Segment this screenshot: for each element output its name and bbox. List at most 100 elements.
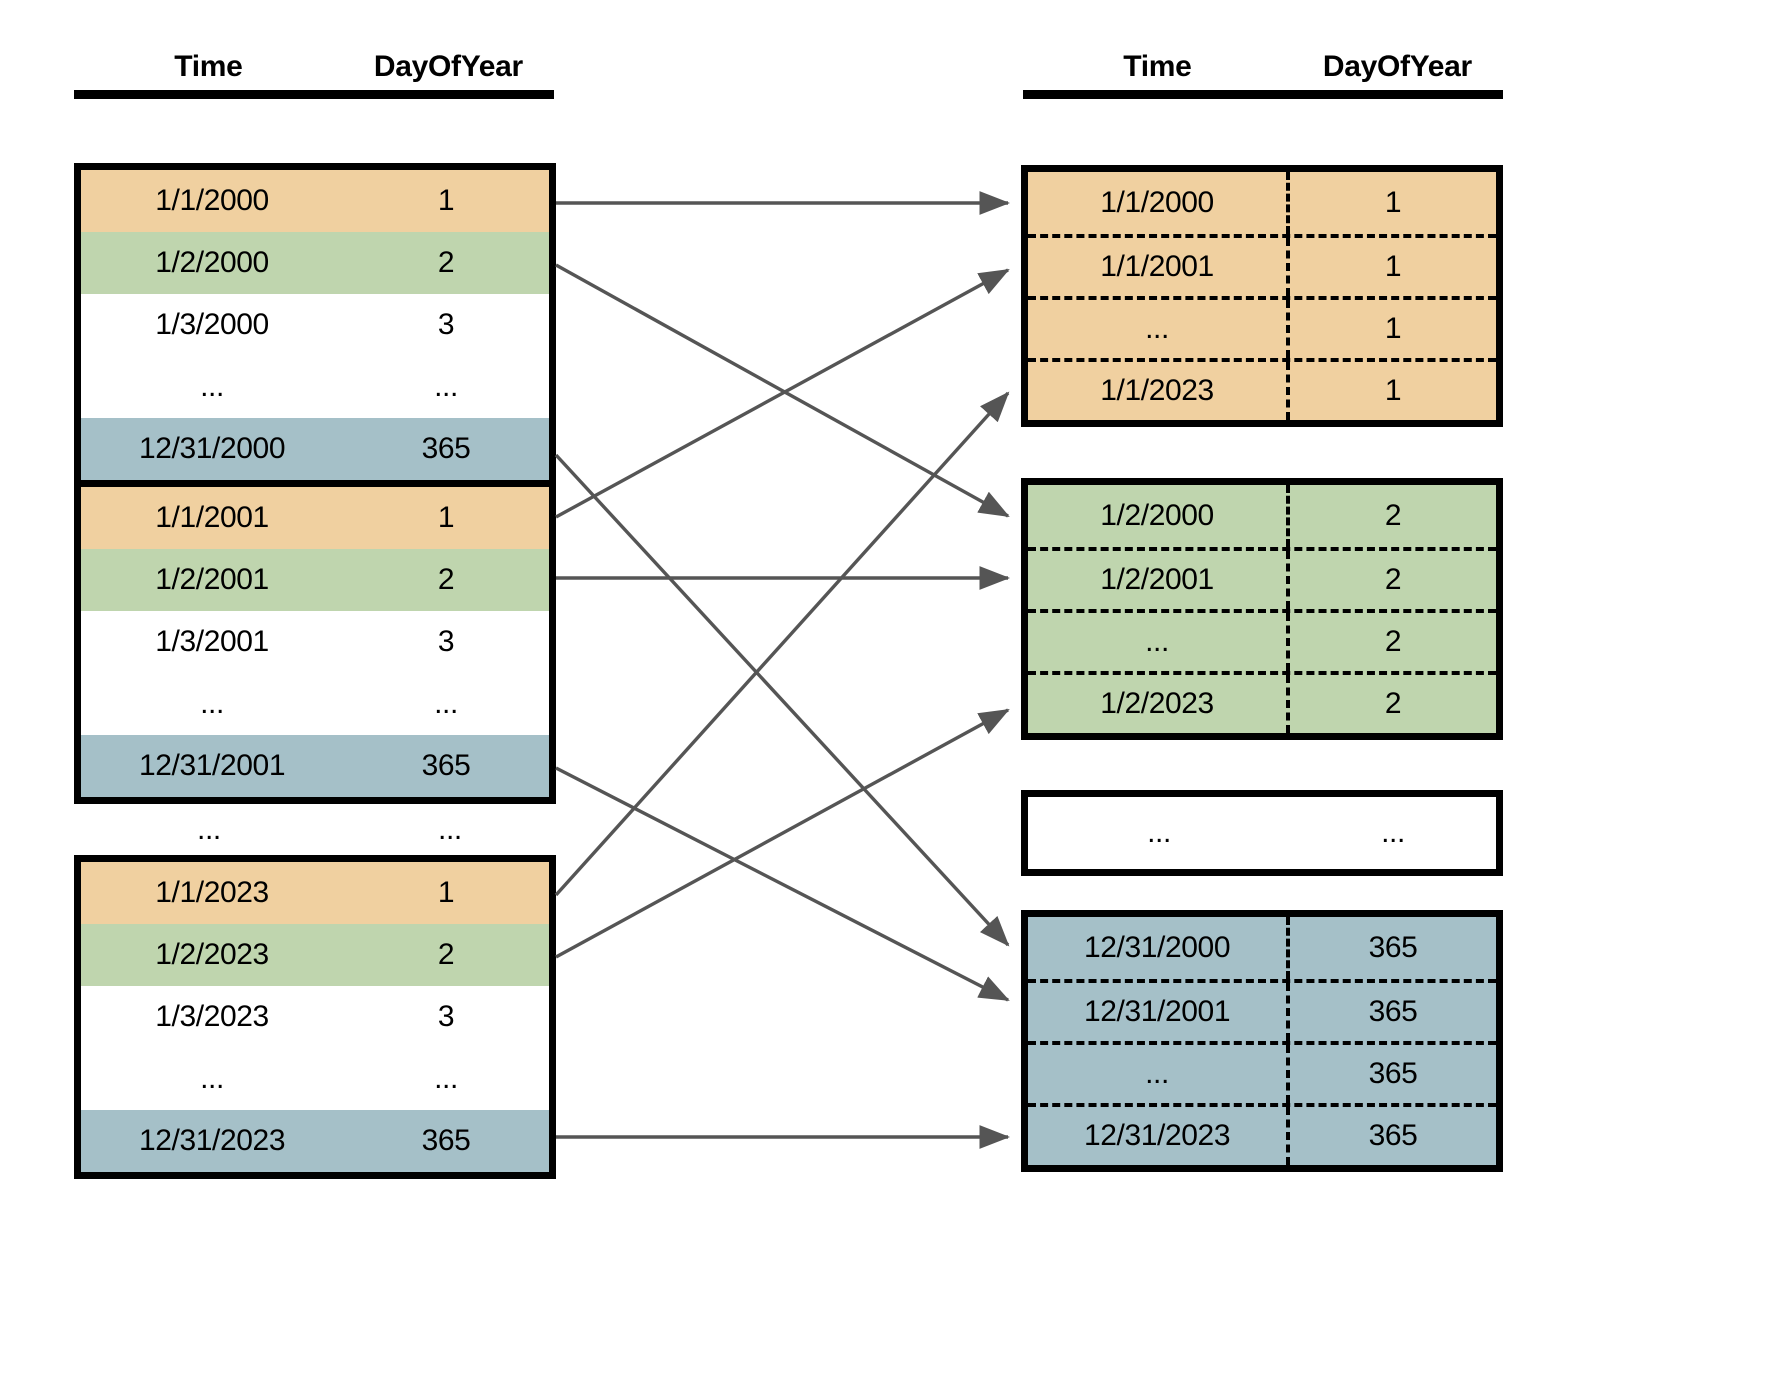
table-row: 12/31/2001 365	[81, 735, 549, 797]
cell-dayofyear: 365	[421, 749, 471, 782]
cell-dayofyear: 2	[1384, 687, 1402, 720]
cell-dayofyear: 3	[437, 308, 455, 341]
table-row: 12/31/2023 365	[81, 1110, 549, 1172]
cell-dayofyear: 1	[1384, 312, 1402, 345]
table-row: 1/2/2000 2	[81, 232, 549, 294]
cell-dayofyear: 1	[1384, 374, 1402, 407]
arrow-1-2-2023-to-doy2	[555, 708, 1010, 959]
left-header-rule	[74, 90, 554, 99]
table-row: ... 1	[1028, 296, 1496, 358]
cell-time: 1/1/2000	[1028, 172, 1291, 234]
cell-dayofyear: 365	[421, 432, 471, 465]
cell-time: 1/2/2001	[155, 563, 269, 596]
table-row: 1/3/2023 3	[81, 986, 549, 1048]
cell-dayofyear: 365	[1368, 1119, 1418, 1152]
cell-time: ...	[1147, 816, 1171, 849]
table-row: 1/2/2023 2	[81, 924, 549, 986]
table-row: 12/31/2000 365	[81, 418, 549, 480]
cell-time: 1/2/2000	[155, 246, 269, 279]
cell-time: 1/3/2000	[155, 308, 269, 341]
arrow-1-1-2001-to-doy1	[555, 268, 1010, 519]
cell-time: 1/1/2023	[1028, 362, 1291, 420]
cell-time: 1/1/2001	[155, 501, 269, 534]
table-row: 1/3/2001 3	[81, 611, 549, 673]
table-row: ......	[81, 356, 549, 418]
right-header-dayofyear: DayOfYear	[1322, 50, 1472, 83]
doy-ellipsis-group: ......	[1021, 790, 1503, 876]
table-row: 1/1/2001 1	[81, 487, 549, 549]
cell-dayofyear: ...	[434, 687, 458, 720]
cell-time: 1/2/2023	[155, 938, 269, 971]
cell-dayofyear: 1	[437, 501, 455, 534]
cell-time: 12/31/2001	[138, 749, 286, 782]
cell-time: 1/1/2023	[155, 876, 269, 909]
cell-dayofyear: 3	[437, 1000, 455, 1033]
cell-time: 1/3/2001	[155, 625, 269, 658]
cell-dayofyear: 2	[1384, 563, 1402, 596]
cell-dayofyear: 1	[437, 184, 455, 217]
cell-time: 1/1/2000	[155, 184, 269, 217]
cell-time: ...	[200, 687, 224, 720]
cell-dayofyear: ...	[434, 1062, 458, 1095]
right-column-header: Time DayOfYear	[1023, 50, 1503, 99]
table-row: 1/2/2001 2	[81, 549, 549, 611]
cell-time: 12/31/2023	[138, 1124, 286, 1157]
table-row: ......	[1028, 797, 1496, 869]
cell-dayofyear: 2	[437, 246, 455, 279]
table-row: 1/3/2000 3	[81, 294, 549, 356]
arrow-1-1-2023-to-doy1	[554, 391, 1010, 897]
cell-time: 1/2/2023	[1028, 675, 1291, 733]
arrow-12-31-2001-to-doy365	[555, 766, 1010, 1002]
cell-dayofyear: 365	[1368, 931, 1418, 964]
cell-dayofyear: 365	[1368, 995, 1418, 1028]
table-row: 12/31/2000 365	[1028, 917, 1496, 979]
cell-dayofyear: 1	[1384, 186, 1402, 219]
table-row: ... 365	[1028, 1041, 1496, 1103]
cell-time: ...	[1028, 1045, 1291, 1103]
cell-dayofyear: 2	[437, 938, 455, 971]
cell-time: ...	[1028, 300, 1291, 358]
cell-dayofyear: 2	[1384, 625, 1402, 658]
table-row: 12/31/2001 365	[1028, 979, 1496, 1041]
cell-dayofyear: 365	[1368, 1057, 1418, 1090]
left-gap-ellipsis-bottom: ......	[74, 808, 556, 852]
cell-dayofyear: ...	[438, 813, 462, 846]
table-row: 1/1/2000 1	[1028, 172, 1496, 234]
left-column-header: Time DayOfYear	[74, 50, 554, 99]
table-row: 1/1/2000 1	[81, 170, 549, 232]
cell-time: ...	[200, 1062, 224, 1095]
left-header-dayofyear: DayOfYear	[373, 50, 523, 83]
cell-dayofyear: 2	[1384, 499, 1402, 532]
cell-time: 1/3/2023	[155, 1000, 269, 1033]
cell-time: 12/31/2000	[1028, 917, 1291, 979]
cell-dayofyear: 1	[1384, 250, 1402, 283]
arrow-1-2-2000-to-doy2	[555, 263, 1010, 518]
cell-dayofyear: ...	[1381, 816, 1405, 849]
cell-dayofyear: 365	[421, 1124, 471, 1157]
cell-time: ...	[197, 813, 221, 846]
arrow-12-31-2000-to-doy365	[554, 453, 1010, 947]
cell-dayofyear: ...	[434, 370, 458, 403]
cell-time: 12/31/2023	[1028, 1107, 1291, 1165]
right-header-rule	[1023, 90, 1503, 99]
cell-time: ...	[1028, 613, 1291, 671]
table-row: 1/2/2023 2	[1028, 671, 1496, 733]
cell-time: ...	[200, 370, 224, 403]
cell-dayofyear: 3	[437, 625, 455, 658]
cell-dayofyear: 2	[437, 563, 455, 596]
cell-time: 12/31/2001	[1028, 983, 1291, 1041]
table-row: ......	[81, 673, 549, 735]
table-row: ......	[81, 1048, 549, 1110]
cell-time: 12/31/2000	[138, 432, 286, 465]
